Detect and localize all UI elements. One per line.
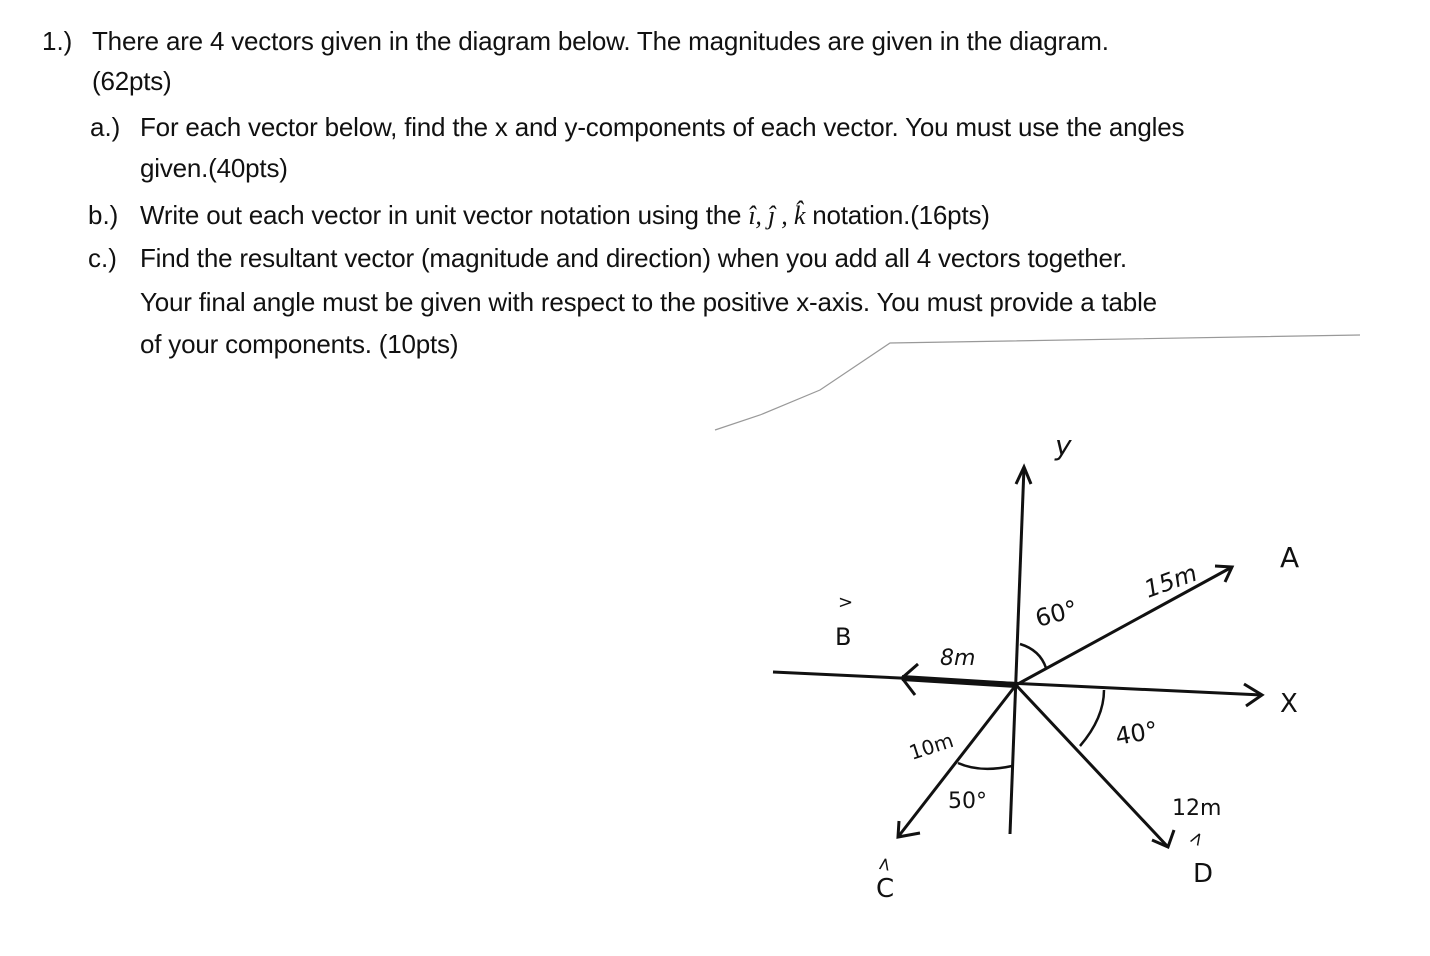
part-b-text: Write out each vector in unit vector not… [140,200,990,231]
part-b-post: notation.(16pts) [805,200,990,230]
part-b-pre: Write out each vector in unit vector not… [140,200,749,230]
part-c-text-line3: of your components. (10pts) [140,329,459,359]
part-a-label: a.) [90,112,121,142]
vector-a-label: A [1280,541,1299,574]
vector-d-label: D [1193,859,1213,889]
vector-a-arrowhead [1214,564,1235,583]
part-a-text-line2: given.(40pts) [140,153,288,183]
problem-number: 1.) [42,26,73,56]
vector-d [1014,683,1170,849]
vector-b-arrowhead [899,662,919,696]
x-axis-label: X [1280,689,1298,719]
vector-c [896,684,1018,838]
part-a-text-line1: For each vector below, find the x and y-… [140,112,1185,142]
vector-b-magnitude: 8m [940,646,975,671]
vector-b-arrow-mark: > [838,592,853,613]
angle-d-label: 40° [1113,716,1160,751]
part-c-text-line1: Find the resultant vector (magnitude and… [140,243,1127,273]
y-axis-label: y [1054,429,1072,462]
vector-c-arrow-mark: > [873,855,896,874]
scan-artifact-line [714,334,1361,431]
part-c-text-line2: Your final angle must be given with resp… [140,287,1157,317]
vector-b-label: B [835,623,851,651]
vector-a-magnitude: 15m [1140,559,1200,604]
vector-d-arrowhead [1151,829,1176,850]
angle-a-label: 60° [1032,595,1080,633]
vector-d-arrow-mark: > [1184,827,1210,851]
angle-arc-d [1079,689,1106,747]
vector-c-arrowhead [896,820,921,839]
vector-b [901,675,1017,688]
vector-c-label: C [876,874,894,904]
y-axis-arrowhead [1014,463,1033,485]
problem-intro: There are 4 vectors given in the diagram… [92,26,1109,56]
part-c-label: c.) [88,243,117,273]
vector-a [1015,565,1233,687]
vector-d-magnitude: 12m [1172,796,1221,821]
part-b-label: b.) [88,200,119,230]
problem-points: (62pts) [92,66,172,96]
y-axis [1008,466,1026,835]
angle-arc-c [957,761,1013,771]
angle-arc-a [1019,642,1048,669]
vector-c-magnitude: 10m [906,728,956,765]
unit-vectors: î, ĵ , k̂ [748,201,806,230]
angle-c-label: 50° [948,789,987,814]
x-axis-arrowhead [1243,682,1265,708]
